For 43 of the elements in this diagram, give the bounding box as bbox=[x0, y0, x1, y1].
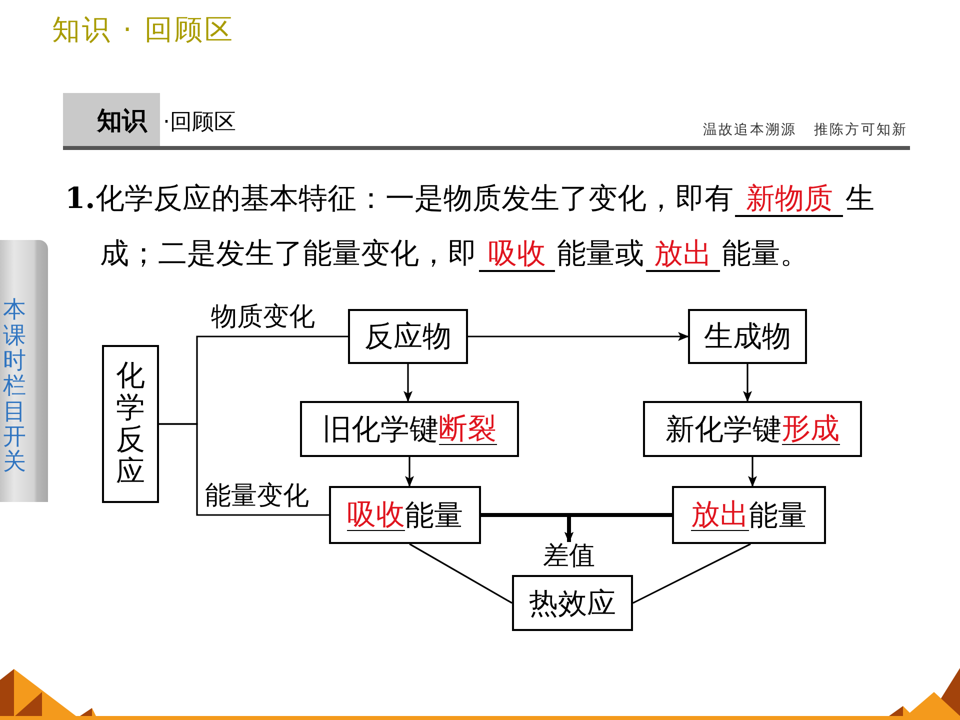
arrow bbox=[405, 457, 414, 487]
node-label: 能量 bbox=[749, 498, 807, 532]
section-toggle-button: 本课时栏目开关 bbox=[0, 240, 48, 502]
node-label: 新化学键 bbox=[666, 412, 782, 446]
fill-in-line: 吸收 bbox=[479, 238, 555, 272]
connector-line bbox=[632, 543, 751, 604]
node-label: 能量 bbox=[405, 498, 463, 532]
arrow bbox=[743, 364, 752, 402]
arrow bbox=[564, 513, 672, 543]
fill-in-line: 断裂 bbox=[438, 412, 496, 446]
node-label: 旧化学键 bbox=[322, 412, 438, 446]
paragraph-text: 成；二是发生了能量变化，即 bbox=[100, 236, 477, 271]
process-box bbox=[672, 486, 826, 544]
connector-line bbox=[409, 543, 512, 604]
connector-line bbox=[159, 423, 329, 516]
fill-in-line: 放出 bbox=[691, 498, 749, 532]
node-label: 反应物 bbox=[364, 319, 452, 354]
fill-in-line: 吸收 bbox=[347, 498, 405, 532]
process-box bbox=[300, 401, 519, 457]
paragraph-text: 能量。 bbox=[722, 236, 809, 271]
process-box bbox=[688, 309, 807, 364]
fill-in-line: 形成 bbox=[782, 412, 840, 446]
heading-text: 知识 bbox=[97, 107, 147, 136]
fill-in-line: 放出 bbox=[646, 238, 720, 272]
arrow bbox=[468, 332, 689, 341]
slide-title: 知识 · 回顾区 bbox=[52, 14, 235, 46]
fill-in-line: 新物质 bbox=[735, 183, 844, 217]
arrow bbox=[404, 364, 412, 402]
process-box bbox=[329, 486, 481, 544]
heading-text: ·回顾区 bbox=[163, 110, 236, 136]
node-label: 热效应 bbox=[529, 586, 616, 620]
process-box bbox=[643, 401, 862, 457]
arrow bbox=[748, 457, 757, 487]
process-box bbox=[102, 345, 159, 503]
node-label: 化学反应 bbox=[116, 360, 145, 488]
process-box bbox=[348, 309, 468, 364]
node-label: 生成物 bbox=[704, 319, 791, 354]
paragraph-text: 生 bbox=[845, 181, 874, 216]
motto-text: 温故追本溯源 bbox=[703, 122, 797, 139]
process-box bbox=[512, 575, 633, 631]
paragraph-text: 能量或 bbox=[557, 236, 644, 271]
motto-text: 推陈方可知新 bbox=[814, 122, 908, 139]
paragraph-text: 1.化学反应的基本特征：一是物质发生了变化，即有 bbox=[65, 181, 734, 216]
